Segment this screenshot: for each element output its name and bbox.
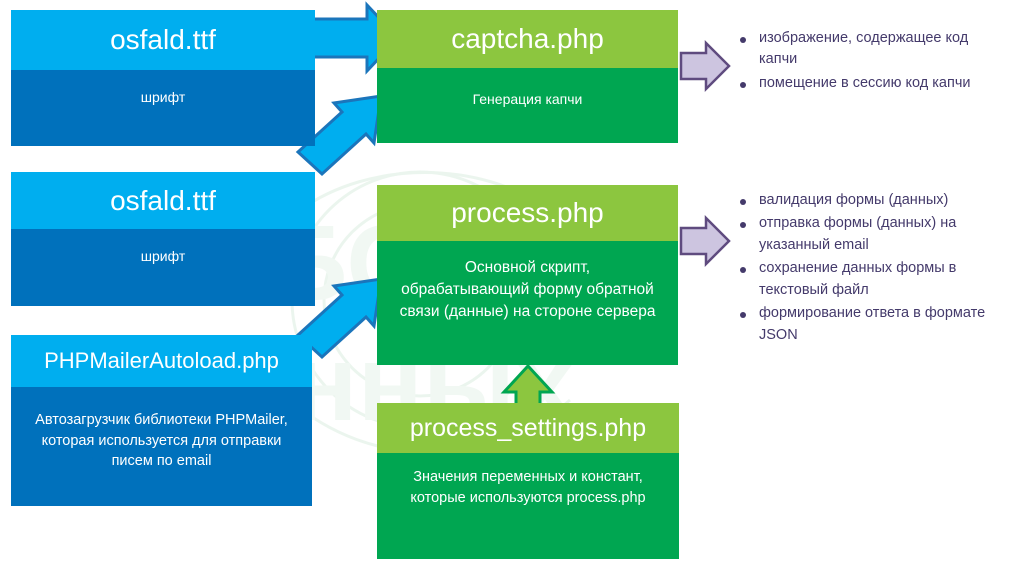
list-item: отправка формы (данных) на указанный ema…	[738, 213, 1010, 256]
list-item: формирование ответа в формате JSON	[738, 303, 1010, 346]
node-description: Значения переменных и констант, которые …	[377, 453, 679, 559]
node-description: Генерация капчи	[377, 68, 678, 143]
node-description: шрифт	[11, 70, 315, 146]
node-osfald-ttf-1[interactable]: osfald.ttf шрифт	[11, 10, 315, 146]
node-title: process.php	[377, 185, 678, 241]
node-title: PHPMailerAutoload.php	[11, 335, 312, 387]
node-description: Автозагрузчик библиотеки PHPMailer, кото…	[11, 387, 312, 506]
node-title: osfald.ttf	[11, 172, 315, 229]
node-process-settings-php[interactable]: process_settings.php Значения переменных…	[377, 403, 679, 559]
list-item: помещение в сессию код капчи	[738, 73, 1010, 94]
node-description: Основной скрипт, обрабатывающий форму об…	[377, 241, 678, 365]
node-osfald-ttf-2[interactable]: osfald.ttf шрифт	[11, 172, 315, 306]
list-item: изображение, содержащее код капчи	[738, 28, 1010, 71]
output-list-captcha: изображение, содержащее код капчи помеще…	[738, 28, 1010, 96]
list-item: сохранение данных формы в текстовый файл	[738, 258, 1010, 301]
arrow-process-to-outputs	[679, 214, 731, 268]
node-title: captcha.php	[377, 10, 678, 68]
node-process-php[interactable]: process.php Основной скрипт, обрабатываю…	[377, 185, 678, 365]
node-description: шрифт	[11, 229, 315, 306]
node-phpmailer-autoload[interactable]: PHPMailerAutoload.php Автозагрузчик библ…	[11, 335, 312, 506]
node-title: process_settings.php	[377, 403, 679, 453]
node-captcha-php[interactable]: captcha.php Генерация капчи	[377, 10, 678, 143]
node-title: osfald.ttf	[11, 10, 315, 70]
arrow-captcha-to-outputs	[679, 39, 731, 93]
output-list-process: валидация формы (данных) отправка формы …	[738, 190, 1010, 348]
list-item: валидация формы (данных)	[738, 190, 1010, 211]
